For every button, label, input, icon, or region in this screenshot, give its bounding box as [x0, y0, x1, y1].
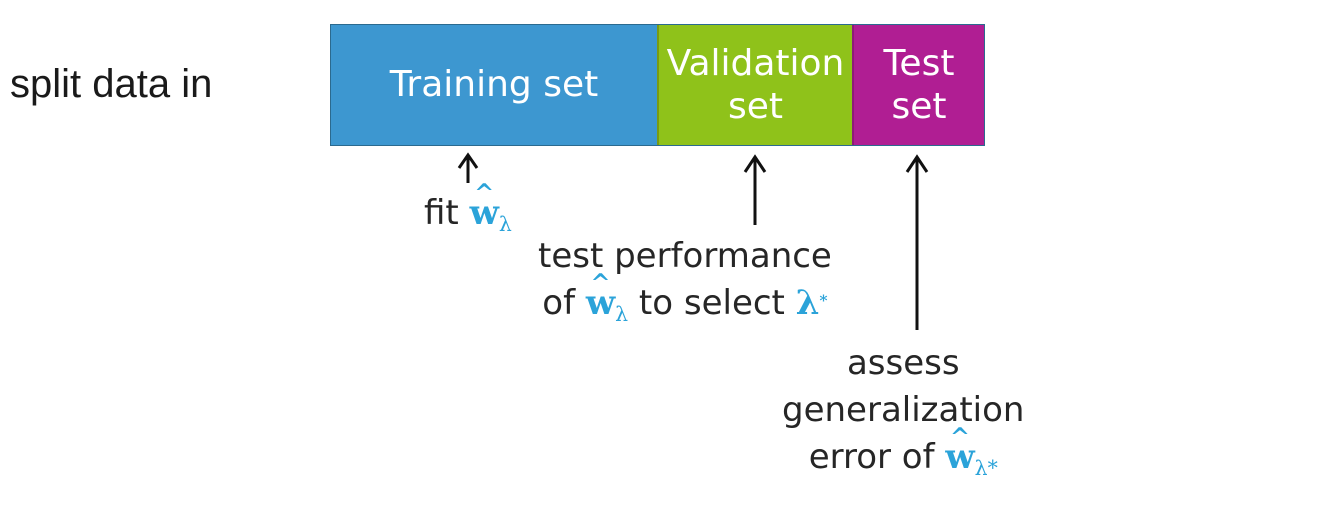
validation-annotation-line1: test performance: [538, 236, 832, 276]
test-annotation-line1: assess: [846, 343, 960, 383]
training-arrow: [457, 152, 479, 183]
validation-set-label-line1: Validation: [666, 42, 845, 84]
test-annotation: assess generalization error of wλ*: [782, 340, 1024, 482]
test-arrow: [905, 154, 929, 330]
data-split-bar: Training set Validation set Test set: [330, 24, 985, 146]
w-hat-lambda-symbol: wλ: [470, 193, 512, 236]
validation-annotation: test performance of wλ to select λ*: [538, 233, 832, 328]
validation-set-segment: Validation set: [657, 25, 852, 145]
split-data-label: split data in: [10, 62, 213, 106]
fit-text: fit: [424, 193, 459, 233]
validation-arrow: [743, 154, 767, 225]
training-set-segment: Training set: [331, 25, 657, 145]
test-set-label-line2: set: [891, 86, 947, 127]
test-annotation-line3: error of wλ*: [782, 434, 1024, 482]
test-set-segment: Test set: [852, 25, 984, 145]
test-annotation-line2: generalization: [782, 389, 1025, 430]
validation-annotation-line2: of wλ to select λ*: [538, 280, 832, 328]
test-set-label-line1: Test: [883, 42, 955, 84]
training-set-label: Training set: [389, 64, 599, 106]
fit-annotation: fit wλ: [424, 190, 512, 238]
lambda-star-symbol: λ*: [795, 282, 828, 323]
validation-set-label-line2: set: [727, 86, 784, 127]
